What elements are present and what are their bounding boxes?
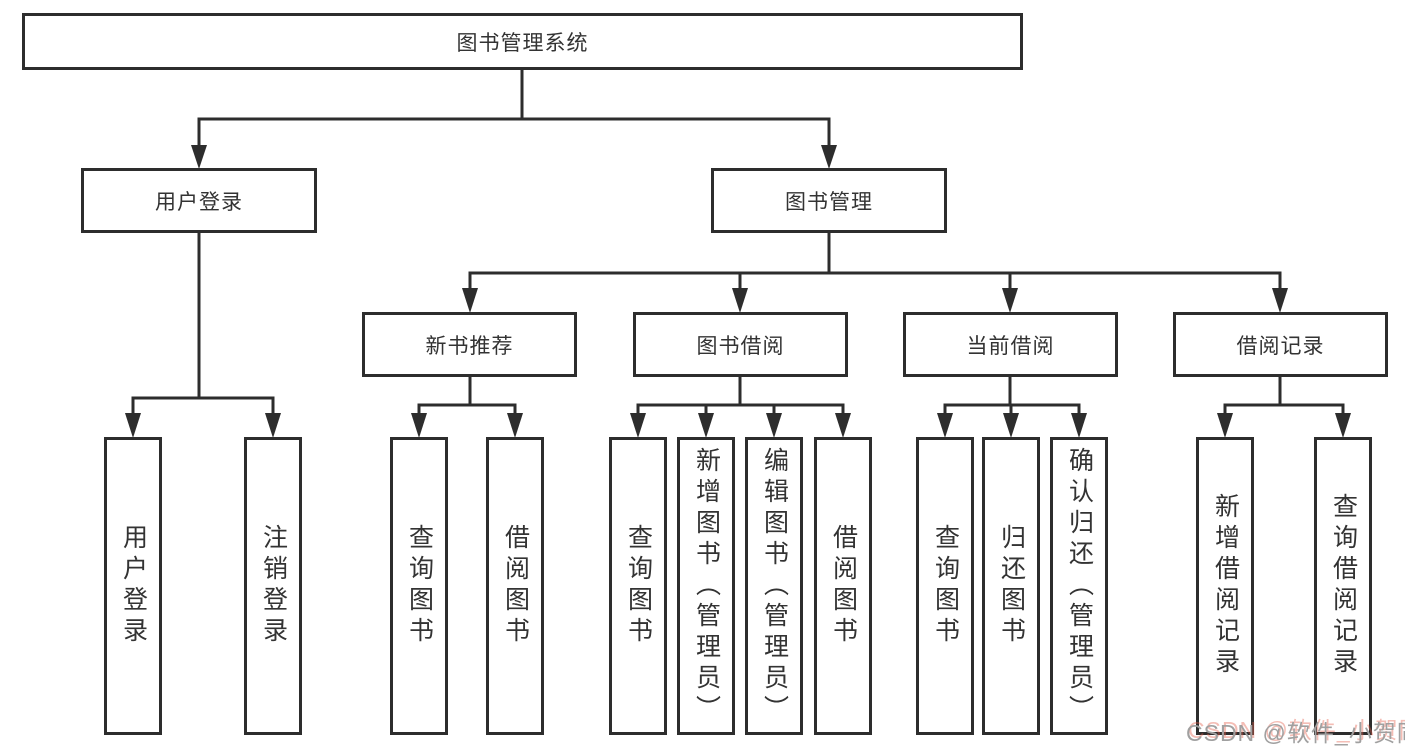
- arrow-to-leaf-confirm-return: [1071, 413, 1087, 438]
- leaf-borrow-books-2-label: 借阅图书: [829, 524, 858, 648]
- node-new-book-recommend: 新书推荐: [362, 312, 577, 377]
- arrow-to-new-book-recommend: [462, 288, 478, 313]
- leaf-confirm-return-admin: 确认归还（管理员）: [1050, 437, 1108, 735]
- leaf-add-books-admin: 新增图书（管理员）: [677, 437, 735, 735]
- leaf-add-books-admin-label: 新增图书（管理员）: [692, 446, 721, 726]
- leaf-query-books-2: 查询图书: [609, 437, 667, 735]
- csdn-watermark: CSDN @软件_小贺同学: [1186, 720, 1405, 746]
- arrow-to-book-borrowing: [732, 288, 748, 313]
- node-borrowing-records: 借阅记录: [1173, 312, 1388, 377]
- connector-records-to-leaves: [1223, 377, 1345, 415]
- node-current-borrowing: 当前借阅: [903, 312, 1118, 377]
- connector-borrowing-to-leaves: [636, 377, 845, 415]
- arrow-to-leaf-borrow-books-1: [507, 413, 523, 438]
- leaf-query-borrow-record-label: 查询借阅记录: [1329, 493, 1358, 679]
- leaf-logout-login: 注销登录: [244, 437, 302, 735]
- leaf-user-login-label: 用户登录: [119, 524, 148, 648]
- leaf-edit-books-admin-label: 编辑图书（管理员）: [760, 446, 789, 726]
- leaf-query-books-2-label: 查询图书: [624, 524, 653, 648]
- arrow-to-current-borrowing: [1002, 288, 1018, 313]
- leaf-edit-books-admin: 编辑图书（管理员）: [745, 437, 803, 735]
- leaf-borrow-books-1-label: 借阅图书: [501, 524, 530, 648]
- node-user-login: 用户登录: [81, 168, 317, 233]
- arrow-to-user-login: [191, 145, 207, 169]
- node-borrowing-records-label: 借阅记录: [1236, 334, 1325, 358]
- connector-current-to-leaves: [943, 377, 1081, 415]
- arrow-to-leaf-return-books: [1003, 413, 1019, 438]
- arrow-to-borrowing-records: [1272, 288, 1288, 313]
- node-root-label: 图书管理系统: [456, 31, 589, 55]
- node-root: 图书管理系统: [22, 13, 1023, 70]
- arrow-to-leaf-query-record: [1335, 413, 1351, 438]
- leaf-logout-login-label: 注销登录: [259, 524, 288, 648]
- node-book-borrowing: 图书借阅: [633, 312, 848, 377]
- node-book-management-label: 图书管理: [785, 190, 873, 214]
- arrow-to-leaf-user-login: [125, 413, 141, 438]
- leaf-query-books-3: 查询图书: [916, 437, 974, 735]
- arrow-to-leaf-add-record: [1217, 413, 1233, 438]
- leaf-return-books-label: 归还图书: [997, 524, 1026, 648]
- node-book-management: 图书管理: [711, 168, 947, 233]
- leaf-return-books: 归还图书: [982, 437, 1040, 735]
- arrow-to-leaf-borrow-books-2: [835, 413, 851, 438]
- arrow-to-leaf-logout: [265, 413, 281, 438]
- leaf-query-borrow-record: 查询借阅记录: [1314, 437, 1372, 735]
- leaf-confirm-return-admin-label: 确认归还（管理员）: [1065, 446, 1094, 726]
- leaf-add-borrow-record-label: 新增借阅记录: [1211, 493, 1240, 679]
- connector-userlogin-to-leaves: [131, 233, 275, 415]
- arrow-to-leaf-edit-books: [766, 413, 782, 438]
- arrow-to-leaf-query-books-2: [630, 413, 646, 438]
- arrow-to-leaf-query-books-3: [937, 413, 953, 438]
- connector-root-to-level1: [197, 70, 831, 147]
- leaf-query-books-1-label: 查询图书: [405, 524, 434, 648]
- arrow-to-book-management: [821, 145, 837, 169]
- leaf-borrow-books-2: 借阅图书: [814, 437, 872, 735]
- node-new-book-recommend-label: 新书推荐: [425, 334, 514, 358]
- arrow-to-leaf-add-books: [698, 413, 714, 438]
- leaf-query-books-3-label: 查询图书: [931, 524, 960, 648]
- leaf-add-borrow-record: 新增借阅记录: [1196, 437, 1254, 735]
- connector-newbook-to-leaves: [417, 377, 517, 415]
- arrow-to-leaf-query-books-1: [411, 413, 427, 438]
- connector-bookmgmt-to-level2: [468, 233, 1282, 290]
- leaf-query-books-1: 查询图书: [390, 437, 448, 735]
- leaf-borrow-books-1: 借阅图书: [486, 437, 544, 735]
- leaf-user-login: 用户登录: [104, 437, 162, 735]
- arrowheads: [125, 145, 1351, 438]
- node-user-login-label: 用户登录: [155, 190, 243, 214]
- node-book-borrowing-label: 图书借阅: [696, 334, 785, 358]
- node-current-borrowing-label: 当前借阅: [966, 334, 1055, 358]
